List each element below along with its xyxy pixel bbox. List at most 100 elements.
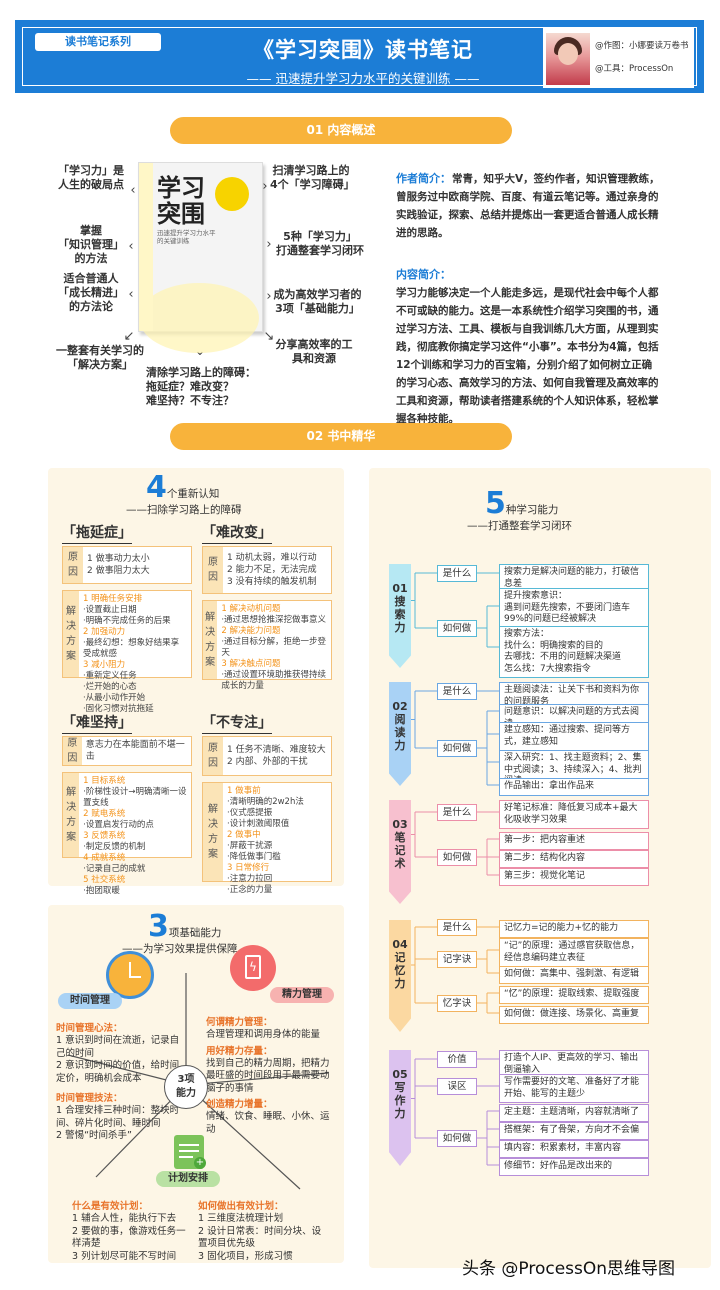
solution-line: 3 解决触点问题	[221, 659, 281, 669]
solution-line: ·设置启发行动的点	[83, 820, 154, 830]
solution-line: 2 解决能力问题	[221, 626, 281, 636]
abilities-number: 3	[148, 909, 169, 944]
book-title: 学习突围	[157, 173, 205, 228]
series-tag: 读书笔记系列	[35, 33, 161, 51]
power-ribbon: 05 写 作 力	[389, 1050, 411, 1166]
solution-line: ·通过设置环境助推获得持续成长的力量	[221, 670, 327, 691]
arrow-down-right-icon: ↘	[263, 329, 275, 344]
author-line: @作图：小娜要读万卷书	[595, 41, 689, 51]
solution-line: 1 做事前	[227, 786, 261, 796]
calendar-icon: +	[174, 1135, 206, 1169]
cause-label: 原 因	[203, 547, 223, 593]
content-intro-heading: 内容简介：	[396, 268, 451, 281]
cause-label: 原 因	[203, 737, 223, 775]
powers-number: 5	[485, 486, 506, 521]
power-ribbon: 04 记 忆 力	[389, 920, 411, 1032]
solution-line: 3 减小阻力	[82, 660, 126, 670]
cause-label: 原 因	[63, 547, 83, 583]
overview-point: 清除学习路上的障碍： 拖延症？难改变？ 难坚持？不专注？	[146, 366, 256, 407]
abilities-center-node: 3项 能力	[164, 1065, 208, 1109]
solution-line: 2 加强动力	[82, 627, 126, 637]
power-branch-node: 是什么	[437, 565, 477, 582]
clock-icon	[106, 951, 154, 999]
author-avatar	[546, 33, 590, 85]
solution-line: ·正念的力量	[227, 885, 273, 895]
tool-line: @工具：ProcessOn	[595, 64, 674, 74]
abilities-caption: 项基础能力	[168, 927, 222, 939]
power-leaf: 如何做：做连接、场景化、高重复	[499, 1006, 649, 1024]
solution-line: 2 做事中	[227, 830, 261, 840]
power-leaf: 搜索方法： 找什么：明确搜索的目的 去哪找：不用的问题解决渠道 怎么找：7大搜索…	[499, 626, 649, 678]
barrier-cause-box: 原 因 1 动机太弱，难以行动 2 能力不足，无法完成 3 没有持续的触发机制	[202, 546, 332, 594]
book-glow	[139, 283, 259, 353]
powers-connector-lines	[411, 572, 499, 1166]
barriers-caption: 个重新认知	[166, 488, 220, 500]
avatar-face	[558, 43, 578, 65]
barriers-panel: 4个重新认知 ——扫除学习路上的障碍 「拖延症」原 因 1 做事动力太小 2 做…	[48, 468, 344, 896]
barrier-cause-box: 原 因 意志力在本能面前不堪一击	[62, 736, 192, 766]
power-leaf: 修细节：好作品是改出来的	[499, 1158, 649, 1176]
power-branch-node: 记字诀	[437, 951, 477, 968]
power-leaf: 填内容：积累素材，丰富内容	[499, 1140, 649, 1158]
plan-notes-2: 如何做出有效计划： 1 三维度法梳理计划 2 设计日常表：时间分块、设置项目优先…	[198, 1201, 322, 1262]
barrier-cause-text: 1 动机太弱，难以行动 2 能力不足，无法完成 3 没有持续的触发机制	[227, 553, 317, 587]
energy-management-notes: 何谓精力管理： 合理管理和调用身体的能量 用好精力存量： 找到自己的精力周期，把…	[206, 1017, 330, 1135]
overview-point: 适合普通人 「成长精进」 的方法论	[58, 272, 124, 313]
arrow-right-icon: ›	[262, 179, 268, 194]
power-leaf: “记”的原理：通过感官获取信息，经信息编码建立表征	[499, 938, 649, 967]
book-spine	[139, 163, 153, 331]
cause-label: 原 因	[63, 737, 82, 765]
time-management-chip: 时间管理	[58, 993, 122, 1009]
solution-line: ·清晰明确的2w2h法	[227, 797, 304, 807]
power-leaf: “忆”的原理：提取线索、提取强度	[499, 986, 649, 1004]
powers-panel: 5种学习能力 ——打通整套学习闭环 01 搜 索 力是什么搜索力是解决问题的能力…	[369, 468, 711, 1268]
solution-label: 解 决 方 案	[63, 773, 80, 857]
power-leaf: 记忆力=记的能力+忆的能力	[499, 920, 649, 938]
overview-point: 成为高效学习者的 3项「基础能力」	[273, 288, 362, 315]
plan-chip: 计划安排	[156, 1171, 220, 1187]
arrow-left-icon: ‹	[130, 183, 136, 198]
solution-line: 2 赋电系统	[83, 809, 126, 819]
page-title: 《学习突围》读书笔记	[253, 37, 473, 62]
solution-line: ·屏蔽干扰源	[227, 841, 273, 851]
power-ribbon: 02 阅 读 力	[389, 682, 411, 786]
barrier-cause-box: 原 因 1 做事动力太小 2 做事阻力太大	[62, 546, 192, 584]
barrier-title: 「不专注」	[202, 712, 272, 734]
power-branch-node: 如何做	[437, 1130, 477, 1147]
overview-point: 掌握 「知识管理」 的方法	[58, 224, 124, 265]
barriers-subtitle: ——扫除学习路上的障碍	[126, 504, 242, 516]
solution-line: 1 明确任务安排	[82, 594, 143, 604]
solution-line: 4 成就系统	[83, 853, 126, 863]
solution-line: ·设计刺激阈限值	[227, 819, 290, 829]
solution-line: 1 解决动机问题	[221, 604, 281, 614]
barrier-cause-text: 意志力在本能面前不堪一击	[85, 740, 185, 762]
solution-line: ·通过目标分解，拒绝一步登天	[221, 637, 327, 658]
author-intro-text: 常青，知乎大V，签约作者，知识管理教练，曾服务过中欧商学院、百度、有道云笔记等。…	[396, 173, 660, 239]
header-frame: 读书笔记系列 《学习突围》读书笔记 —— 迅速提升学习力水平的关键训练 —— @…	[22, 27, 697, 88]
solution-line: ·烂开始的心态	[82, 682, 137, 692]
power-branch-node: 误区	[437, 1078, 477, 1095]
solution-label: 解 决 方 案	[63, 591, 79, 677]
arrow-left-icon: ‹	[128, 239, 134, 254]
solution-line: ·通过思想抢推深挖做事意义	[221, 615, 327, 625]
battery-icon: ϟ	[230, 945, 276, 991]
solution-line: ·仪式感提振	[227, 808, 273, 818]
solution-line: ·设置截止日期	[82, 605, 137, 615]
power-leaf: 第三步：视觉化笔记	[499, 868, 649, 886]
barrier-cause-text: 1 做事动力太小 2 做事阻力太大	[87, 554, 150, 576]
energy-management-chip: 精力管理	[270, 987, 334, 1003]
content-intro-text: 学习力能够决定一个人能走多远，是现代社会中每个人都不可或缺的能力。这是一本系统性…	[396, 287, 659, 425]
plan-notes-1: 什么是有效计划： 1 辅合人性，能执行下去 2 要做的事，像游戏任务一样清楚 3…	[72, 1201, 186, 1262]
overview-point: 5种「学习力」 打通整套学习闭环	[276, 230, 364, 257]
solution-line: ·记录自己的成就	[83, 864, 146, 874]
book-subtitle: 迅速提升学习力水平的关键训练	[157, 229, 216, 245]
solution-line: 1 目标系统	[83, 776, 126, 786]
barrier-title: 「难坚持」	[62, 712, 132, 734]
powers-subtitle: ——打通整套学习闭环	[467, 520, 572, 532]
abilities-subtitle: ——为学习效果提供保障	[122, 943, 238, 955]
